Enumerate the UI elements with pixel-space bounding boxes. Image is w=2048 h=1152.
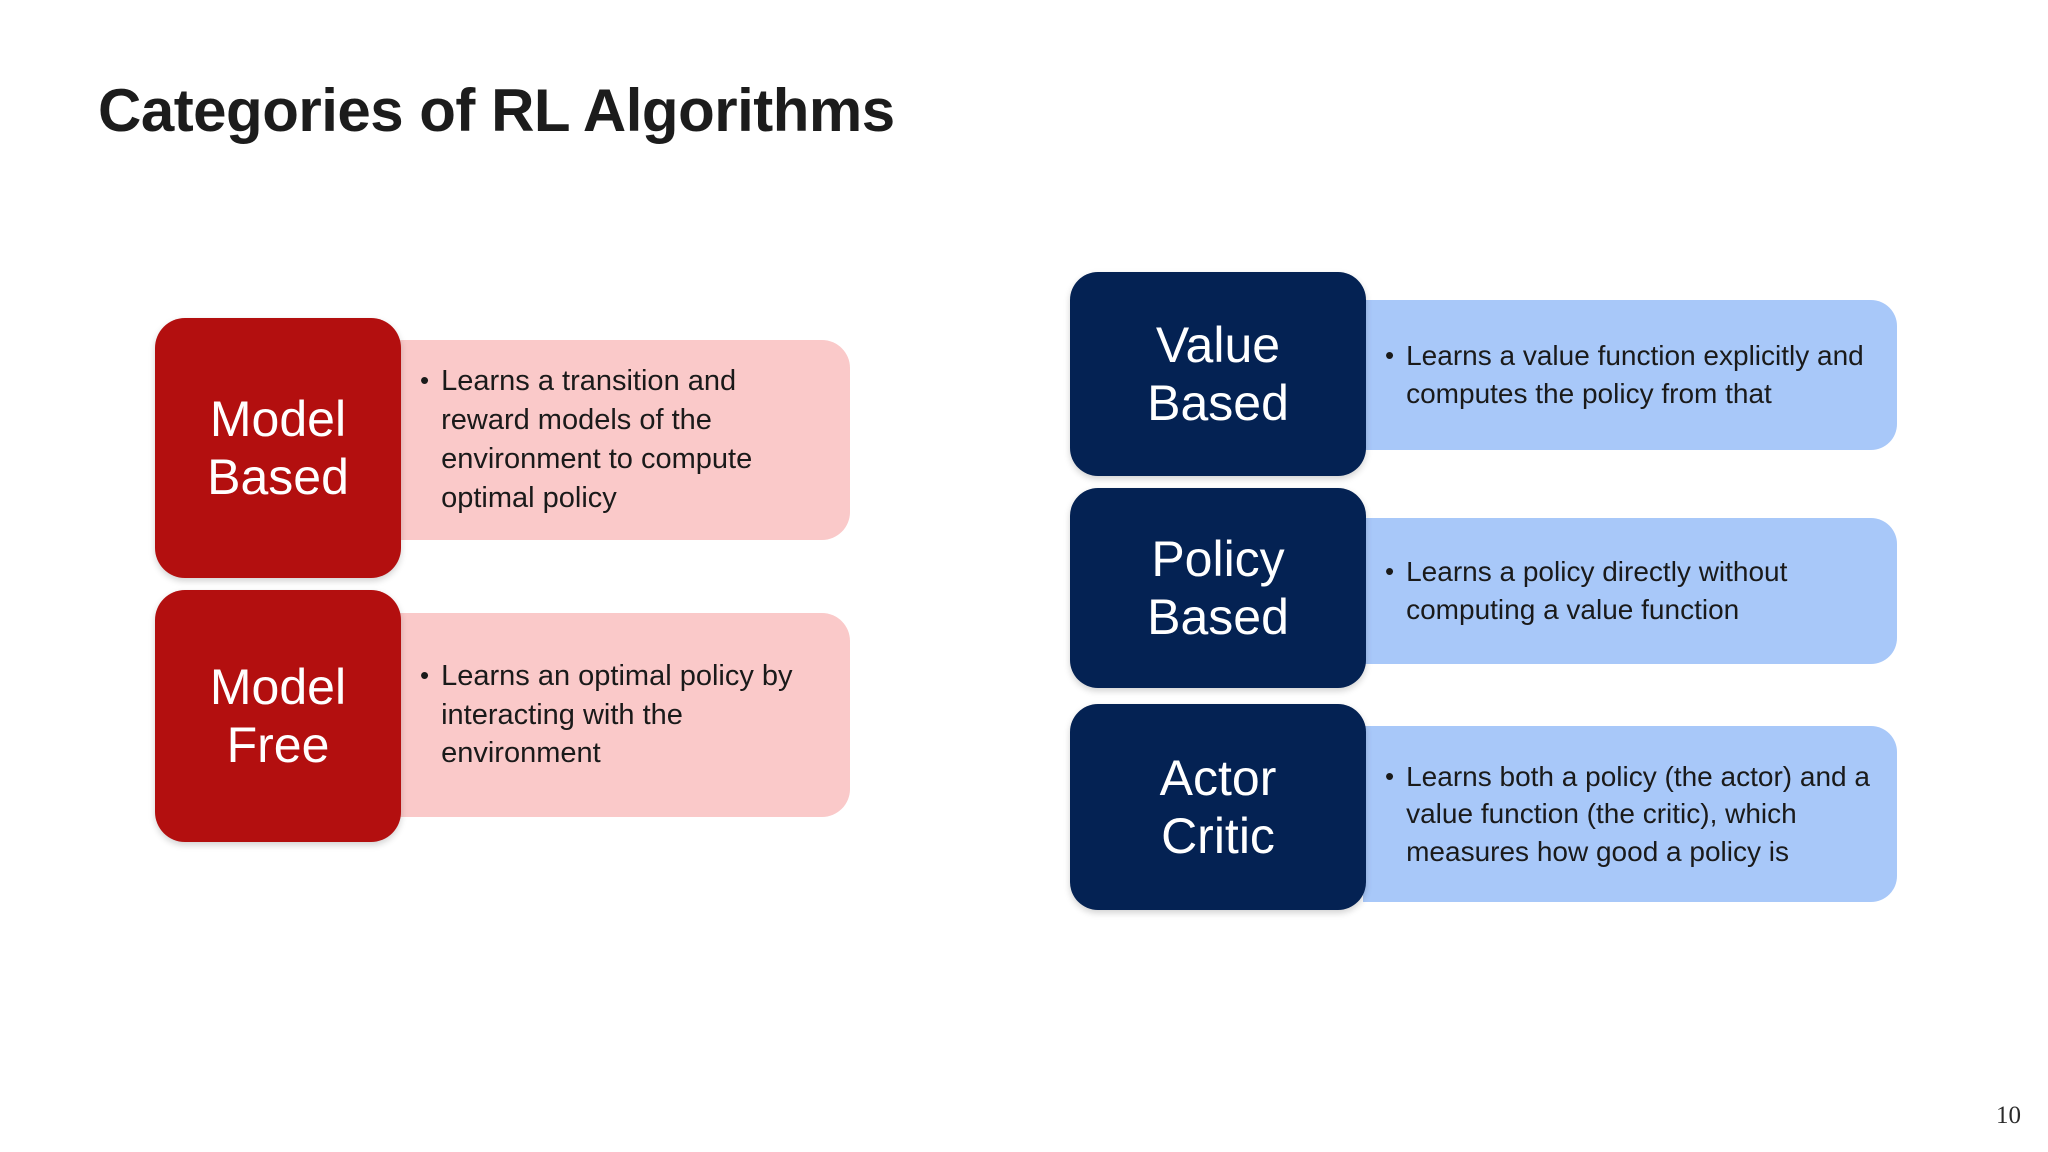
- bullet-icon: •: [1385, 760, 1395, 791]
- card-label-line-1: Actor: [1159, 750, 1277, 806]
- card-label-line-1: Policy: [1151, 531, 1285, 587]
- card-description-text: Learns a policy directly without computi…: [1406, 556, 1788, 625]
- bullet-row: • Learns an optimal policy by interactin…: [420, 657, 824, 774]
- card-description-text: Learns an optimal policy by interacting …: [441, 659, 793, 770]
- bullet-row: • Learns both a policy (the actor) and a…: [1385, 758, 1871, 871]
- card-label-badge[interactable]: Model Based: [155, 318, 401, 578]
- card-description-panel: • Learns both a policy (the actor) and a…: [1363, 726, 1897, 902]
- card-label-line-2: Critic: [1161, 808, 1275, 864]
- card-description-text: Learns both a policy (the actor) and a v…: [1406, 760, 1870, 867]
- bullet-icon: •: [1385, 556, 1395, 587]
- card-description-panel: • Learns an optimal policy by interactin…: [398, 613, 850, 817]
- bullet-row: • Learns a policy directly without compu…: [1385, 553, 1871, 628]
- bullet-icon: •: [1385, 340, 1395, 371]
- card-label-badge[interactable]: Policy Based: [1070, 488, 1366, 688]
- card-label-line-1: Model: [209, 391, 347, 447]
- card-label-badge[interactable]: Model Free: [155, 590, 401, 842]
- bullet-icon: •: [420, 365, 430, 396]
- card-label-line-2: Based: [1147, 589, 1289, 645]
- card-description-text: Learns a value function explicitly and c…: [1406, 340, 1864, 409]
- card-label-badge[interactable]: Value Based: [1070, 272, 1366, 476]
- card-description-panel: • Learns a policy directly without compu…: [1363, 518, 1897, 664]
- page-title: Categories of RL Algorithms: [98, 77, 895, 144]
- bullet-row: • Learns a transition and reward models …: [420, 362, 824, 517]
- card-description-text: Learns a transition and reward models of…: [441, 365, 753, 514]
- card-label-line-2: Based: [207, 449, 349, 505]
- card-description-panel: • Learns a value function explicitly and…: [1363, 300, 1897, 450]
- card-label-line-1: Model: [209, 659, 347, 715]
- card-label-badge[interactable]: Actor Critic: [1070, 704, 1366, 910]
- card-label-line-2: Based: [1147, 375, 1289, 431]
- card-label-line-1: Value: [1155, 317, 1281, 373]
- page-number: 10: [1996, 1102, 2021, 1129]
- bullet-row: • Learns a value function explicitly and…: [1385, 337, 1871, 412]
- card-label-line-2: Free: [226, 717, 330, 773]
- bullet-icon: •: [420, 659, 430, 690]
- card-description-panel: • Learns a transition and reward models …: [398, 340, 850, 540]
